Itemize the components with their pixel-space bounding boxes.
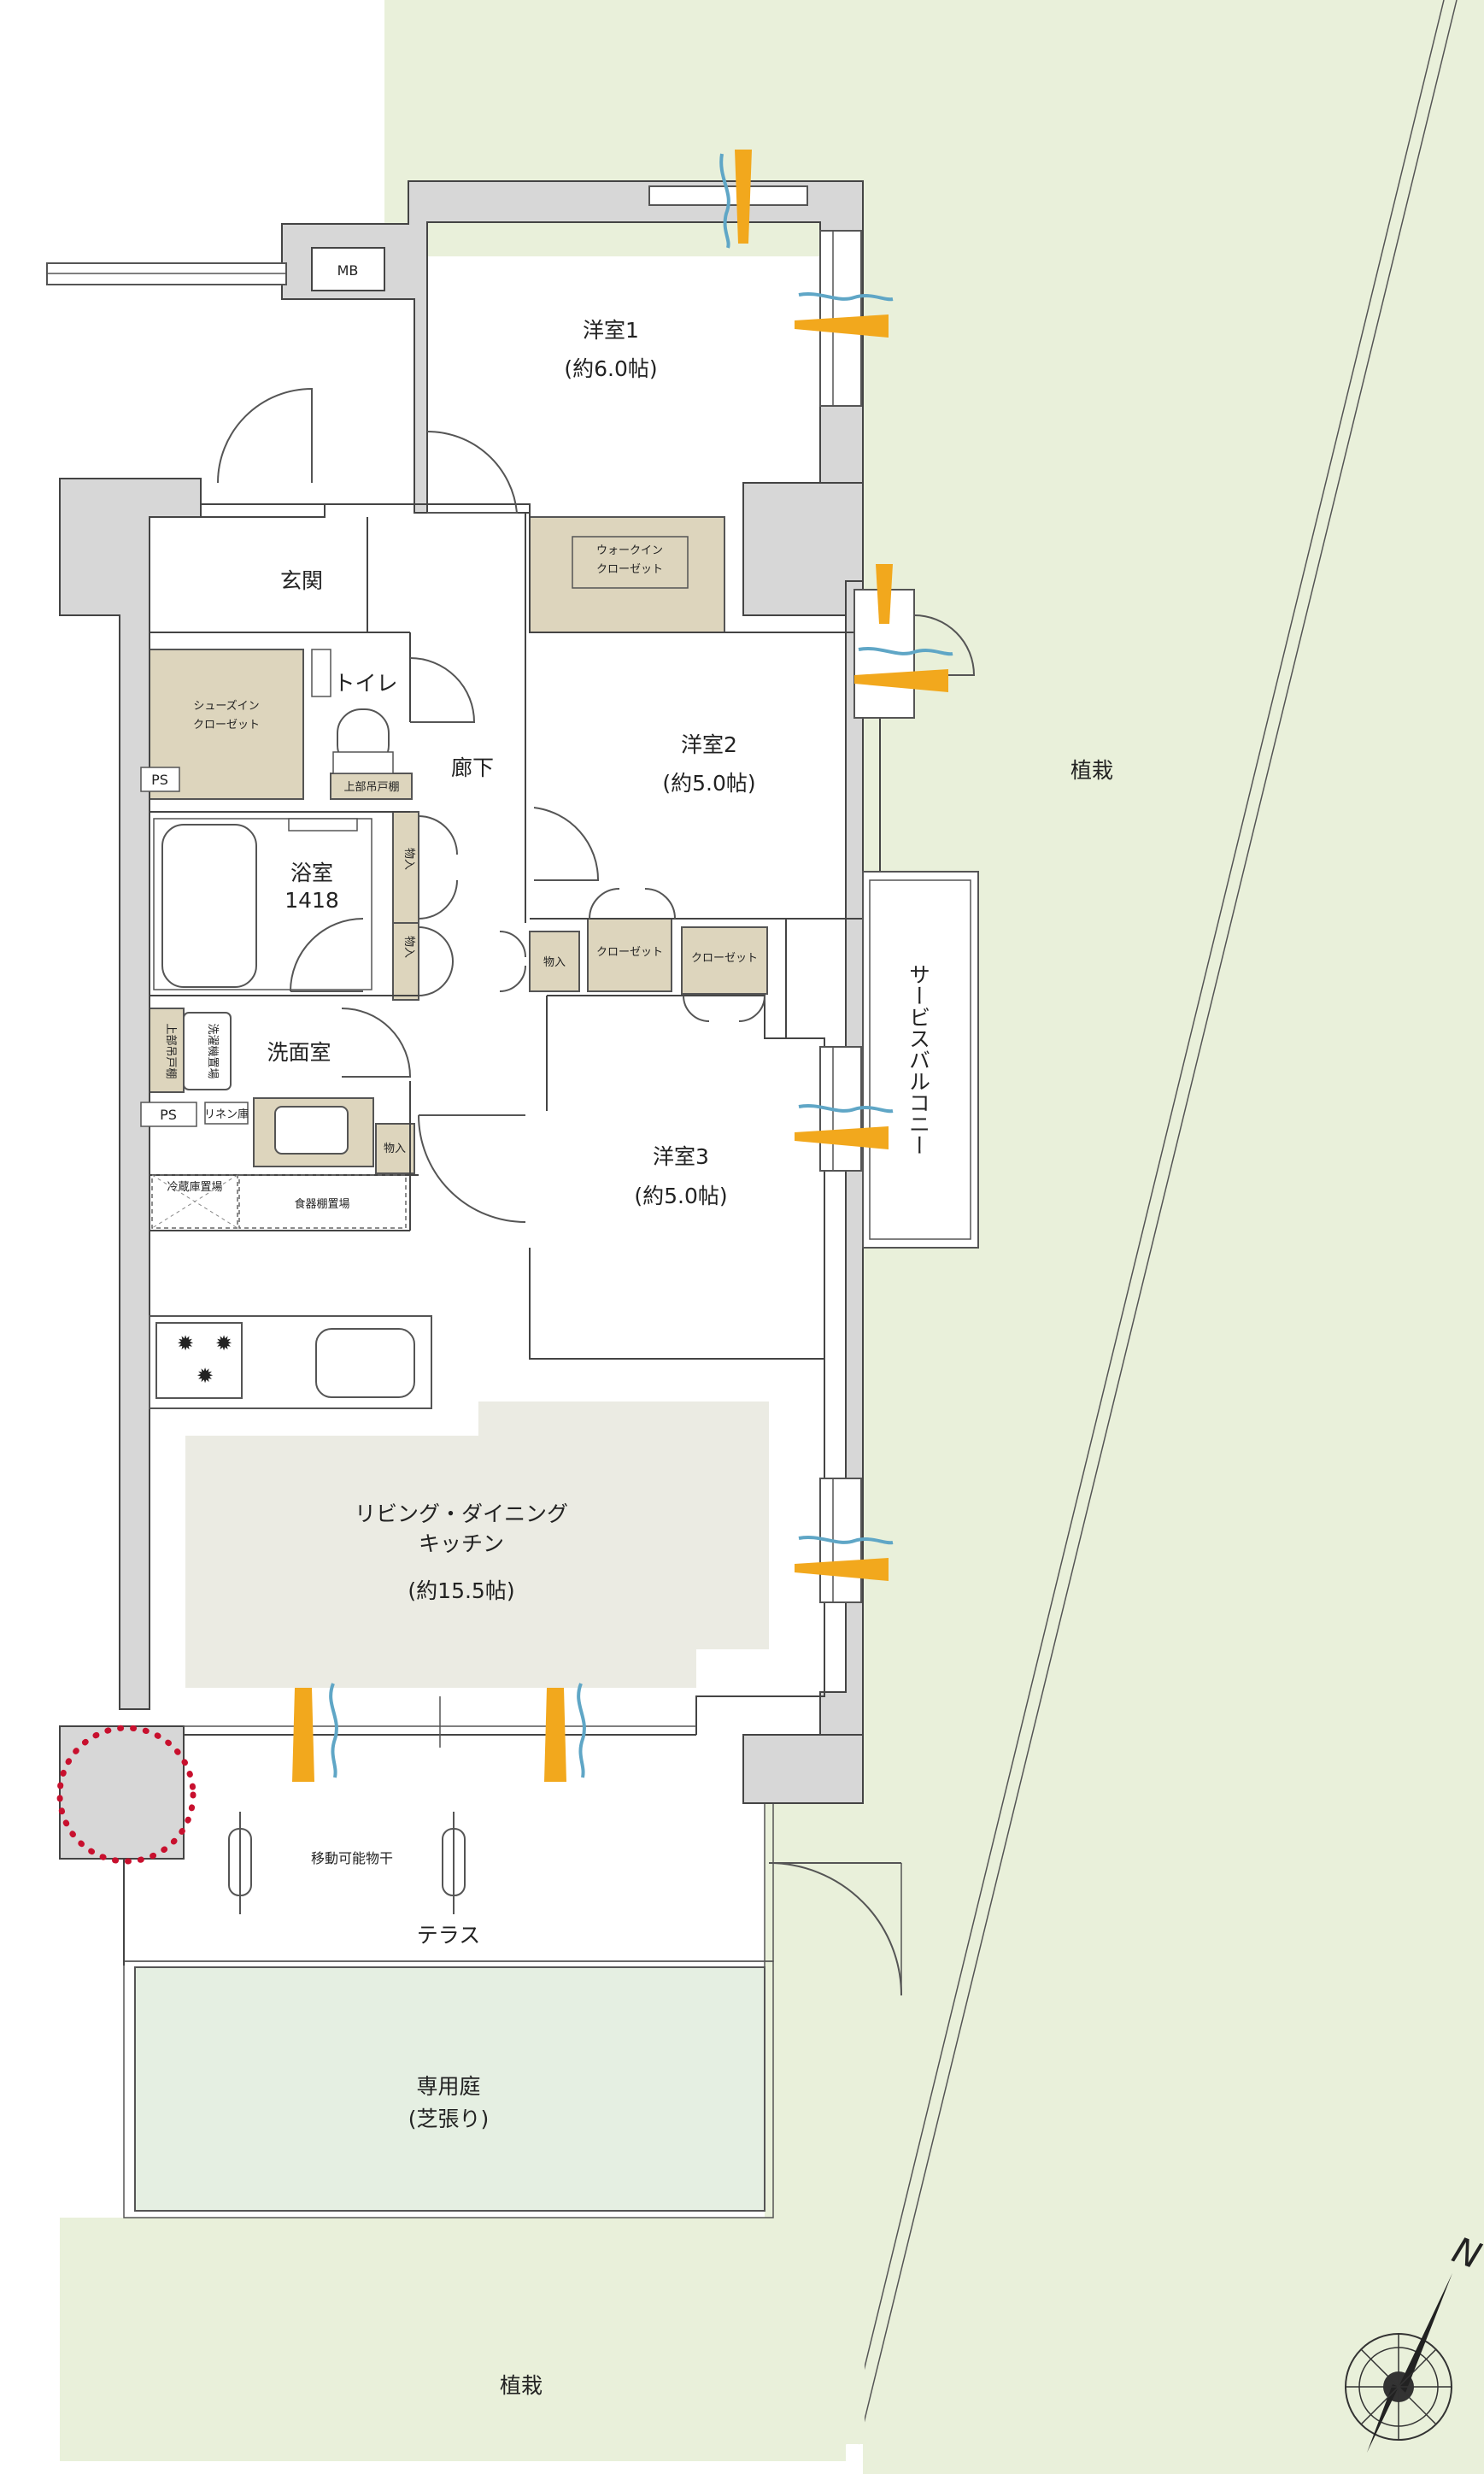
walk-in-closet-label-1: ウォークイン	[596, 544, 663, 557]
storage-label-hall-left-2: 物入	[402, 936, 415, 958]
upper-cabinet-toilet-label: 上部吊戸棚	[343, 781, 399, 794]
planting-label-south: 植栽	[500, 2373, 543, 2398]
western1-name: 洋室1	[583, 318, 639, 343]
storage-washroom	[375, 1123, 415, 1174]
entrance-door[interactable]	[217, 387, 313, 484]
private-garden-area	[134, 1966, 765, 2212]
sw-column	[59, 1725, 185, 1860]
bathroom-size: 1418	[284, 888, 339, 913]
highlight-circle	[56, 1725, 196, 1865]
closet-western3	[681, 926, 768, 995]
planting-boundary	[858, 0, 1458, 2445]
western3-size: (約5.0帖)	[634, 1184, 727, 1208]
ldk-floor	[185, 1402, 769, 1688]
walk-in-closet-label-2: クローゼット	[596, 563, 663, 576]
western2-size: (約5.0帖)	[662, 771, 755, 796]
terrace-gate[interactable]	[768, 1862, 902, 1996]
western2-name: 洋室2	[681, 732, 737, 757]
closet-western3-label: クローゼット	[691, 952, 758, 965]
ps-label-2: PS	[160, 1107, 177, 1123]
dish-shelf-space	[238, 1174, 407, 1229]
linen-cabinet-label: リネン庫	[204, 1108, 249, 1121]
western1-door[interactable]	[426, 430, 519, 514]
planting-label-east: 植栽	[1070, 758, 1113, 783]
washer-space-label: 洗濯機置場	[206, 1023, 219, 1078]
drying-pole-label: 移動可能物干	[311, 1850, 393, 1866]
storage-hall-left-2	[392, 922, 419, 1001]
storage-label-hall-left-1: 物入	[402, 848, 415, 870]
burner-icon-3: ✹	[196, 1364, 214, 1388]
western1-size: (約6.0帖)	[564, 356, 657, 381]
storage-label-washroom: 物入	[384, 1143, 406, 1155]
se-column	[742, 1734, 864, 1804]
drying-pole-left	[228, 1812, 252, 1914]
interior-outline	[150, 503, 820, 633]
ldk-name-line1: リビング・ダイニング	[355, 1501, 568, 1526]
western2-door[interactable]	[533, 807, 600, 881]
storage-label-hall-right: 物入	[543, 956, 566, 969]
ventilation-icons	[292, 150, 953, 1782]
compass-icon	[1345, 2273, 1452, 2453]
shoes-in-closet-label-1: シューズイン	[193, 699, 259, 713]
kitchen-sink	[315, 1328, 415, 1398]
closet-western2-label: クローゼット	[596, 946, 663, 959]
toilet-label: トイレ	[333, 671, 397, 696]
closet-western2	[587, 918, 672, 992]
west-wall	[59, 478, 202, 1710]
western3-name: 洋室3	[653, 1144, 709, 1169]
washroom-label: 洗面室	[267, 1040, 331, 1065]
cooktop	[155, 1322, 243, 1399]
upper-cabinet-washroom-label: 上部吊戸棚	[164, 1023, 177, 1078]
private-garden-note: (芝張り)	[408, 2107, 490, 2131]
ldk-size: (約15.5帖)	[408, 1578, 514, 1603]
planting-area-south	[60, 2218, 846, 2461]
service-balcony-label: サービスバルコニー	[906, 964, 931, 1156]
washer-pan	[183, 1012, 232, 1090]
fridge-space	[151, 1174, 238, 1229]
storage-hall-right	[529, 931, 580, 992]
entrance-label: 玄関	[280, 568, 323, 593]
terrace-label: テラス	[417, 1923, 481, 1948]
private-garden-name: 専用庭	[416, 2074, 480, 2099]
toilet-sink	[311, 649, 331, 697]
bathroom-name: 浴室	[290, 861, 333, 885]
ldk-name-line2: キッチン	[419, 1531, 504, 1556]
fridge-space-label: 冷蔵庫置場	[167, 1181, 222, 1194]
bathtub	[161, 824, 257, 988]
mb-label: MB	[337, 262, 359, 279]
service-balcony	[862, 871, 979, 1249]
shoes-in-closet-label-2: クローゼット	[193, 719, 260, 732]
ps-label-1: PS	[151, 772, 168, 788]
planting-boundary-2	[845, 0, 1445, 2445]
ne-column	[742, 482, 864, 616]
upper-cabinet-washroom	[149, 1008, 185, 1093]
western3-outline	[529, 995, 825, 1360]
drying-pole-right	[442, 1812, 466, 1914]
burner-icon-2: ✹	[215, 1331, 232, 1355]
burner-icon-1: ✹	[177, 1331, 194, 1355]
dish-shelf-space-label: 食器棚置場	[294, 1197, 349, 1211]
planting-area-se	[765, 1790, 865, 2444]
hallway-label: 廊下	[451, 755, 494, 780]
